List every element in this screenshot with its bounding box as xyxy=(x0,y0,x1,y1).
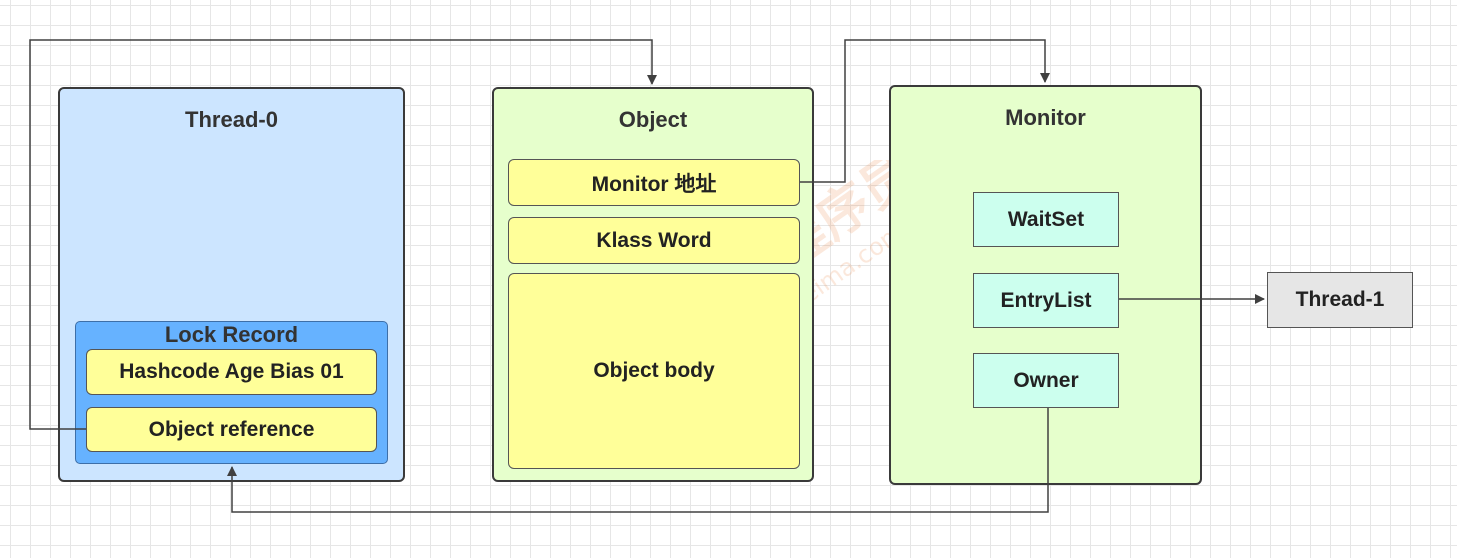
object-title: Object xyxy=(618,107,688,132)
monitor-address-field: Monitor 地址 xyxy=(508,159,800,206)
thread-0-title: Thread-0 xyxy=(185,107,278,132)
entrylist-field: EntryList xyxy=(973,273,1119,328)
waitset-field: WaitSet xyxy=(973,192,1119,247)
klass-word-field: Klass Word xyxy=(508,217,800,264)
thread-1-box: Thread-1 xyxy=(1267,272,1413,328)
object-reference-field: Object reference xyxy=(86,407,377,452)
hashcode-age-bias-field: Hashcode Age Bias 01 xyxy=(86,349,377,395)
object-body-field: Object body xyxy=(508,273,800,469)
monitor-title: Monitor xyxy=(1005,105,1086,130)
lock-record-title: Lock Record xyxy=(164,322,299,347)
owner-field: Owner xyxy=(973,353,1119,408)
